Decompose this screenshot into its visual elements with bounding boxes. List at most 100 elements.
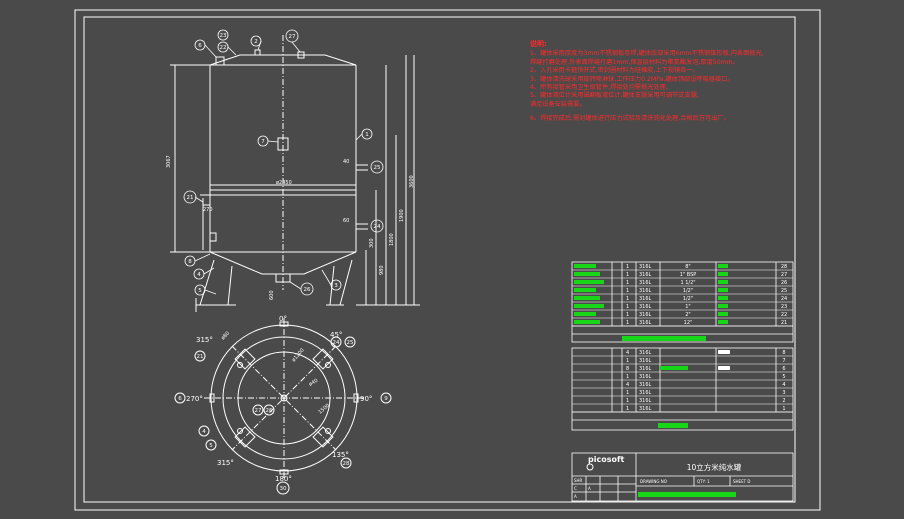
- parts-upper-material: 316L: [639, 272, 652, 278]
- block-label-4: A: [588, 486, 591, 491]
- parts-lower-row: 1 316L 5: [572, 374, 793, 381]
- block-label-1: SHR: [574, 478, 583, 483]
- plan-labels: 0° 45° 90° 135° 180° 270° 315° 315°: [186, 315, 372, 483]
- dim-low: 300: [369, 238, 375, 248]
- parts-upper-item-no: 21: [781, 320, 787, 326]
- notes-block: 说明: 1、罐体采用厚度为3mm不锈钢板卷焊,罐体底部采用6mm不锈钢锥形板,内…: [530, 40, 792, 124]
- parts-lower-qty: 8: [626, 366, 629, 372]
- plan-balloon-27: 27: [255, 408, 262, 414]
- parts-upper-material: 316L: [639, 296, 652, 302]
- parts-upper-size: 1/2": [683, 288, 693, 294]
- parts-table-lower: [571, 347, 794, 431]
- parts-upper-name-highlight: [574, 264, 596, 268]
- parts-upper-code-highlight: [718, 272, 728, 276]
- parts-upper-name-highlight: [574, 312, 596, 316]
- plan-dim-a: ø80: [220, 331, 231, 342]
- parts-upper-qty: 1: [626, 312, 629, 318]
- title-block: [571, 452, 794, 502]
- nozzle-label-b: 60: [343, 218, 349, 224]
- logo: picosoft: [586, 455, 624, 471]
- parts-lower-item-no: 6: [782, 366, 785, 372]
- parts-upper-size: 1": [685, 304, 690, 310]
- block-label-2: C: [574, 486, 577, 491]
- parts-upper-size: 1 1/2": [680, 280, 695, 286]
- dim-mid: ø2450: [276, 180, 292, 186]
- note-line-1: 1、罐体采用厚度为3mm不锈钢板卷焊,罐体底部采用6mm不锈钢锥形板,内表面抛光…: [530, 50, 764, 58]
- plan-balloon-9: 9: [384, 396, 388, 402]
- note-line-7: 满足设备安装需要。: [530, 100, 586, 108]
- parts-lower-code-highlight: [718, 350, 730, 354]
- parts-lower-material: 316L: [639, 406, 652, 412]
- note-line-5: 4、所有接管采用卫生级管件,焊接处均需抛光处理,: [530, 84, 668, 92]
- field-qty: QTY: 1: [697, 479, 710, 484]
- balloon-25: 25: [374, 165, 381, 171]
- balloon-23: 23: [220, 33, 227, 39]
- parts-lower-qty: 1: [626, 358, 629, 364]
- balloon-5: 5: [198, 288, 202, 294]
- plan-dim-c: ø40: [308, 378, 319, 388]
- parts-upper-material: 316L: [639, 304, 652, 310]
- parts-upper-item-no: 25: [781, 288, 787, 294]
- parts-upper-name-highlight: [574, 304, 604, 308]
- parts-lower-item-no: 7: [782, 358, 785, 364]
- upper-table-highlight: [622, 336, 706, 341]
- parts-lower-item-no: 8: [782, 350, 785, 356]
- angle-45: 45°: [330, 331, 342, 339]
- balloon-2: 2: [254, 39, 258, 45]
- note-line-3: 2、入孔采用卡箍快开式,密封圈材料为硅橡胶,上下视镜各一。: [530, 67, 699, 75]
- parts-lower-qty: 1: [626, 374, 629, 380]
- plan-balloon-25: 25: [347, 340, 354, 346]
- parts-upper-name-highlight: [574, 320, 600, 324]
- plan-balloon-24: 24: [333, 340, 340, 346]
- parts-upper-material: 316L: [639, 264, 652, 270]
- plan-view: [174, 318, 392, 495]
- parts-lower-qty: 4: [626, 350, 629, 356]
- parts-upper-item-no: 24: [781, 296, 787, 302]
- plan-balloon-28: 28: [343, 461, 350, 467]
- parts-upper-qty: 1: [626, 320, 629, 326]
- block-label-3: A: [574, 494, 577, 499]
- field-sheet: SHEET D: [733, 479, 750, 484]
- balloon-8: 8: [188, 259, 192, 265]
- parts-lower-material: 316L: [639, 374, 652, 380]
- logo-text: picosoft: [588, 455, 624, 464]
- elevation-view: [170, 35, 420, 312]
- parts-lower-material: 316L: [639, 398, 652, 404]
- elevation-balloon-labels: 6 23 22 2 27 1 7 25 24 21 8 4 5 26 3: [187, 33, 381, 294]
- plan-dim-b: ø1200: [291, 347, 306, 363]
- parts-upper-size: 8": [685, 264, 690, 270]
- elevation-balloons: [183, 29, 384, 296]
- parts-upper-name-highlight: [574, 280, 604, 284]
- parts-lower-item-no: 4: [782, 382, 785, 388]
- angle-0: 0°: [279, 315, 287, 323]
- parts-upper-code-highlight: [718, 264, 728, 268]
- title-block-highlight: [638, 492, 736, 497]
- parts-lower-item-no: 1: [782, 406, 785, 412]
- parts-lower-qty: 1: [626, 406, 629, 412]
- balloon-26: 26: [304, 287, 311, 293]
- parts-lower-item-no: 5: [782, 374, 785, 380]
- parts-upper-code-highlight: [718, 312, 728, 316]
- parts-lower-row: 1 316L 1: [572, 406, 793, 413]
- parts-lower-mid-highlight: [660, 366, 688, 370]
- parts-upper-name-highlight: [574, 288, 596, 292]
- parts-lower-row: 1 316L 7: [572, 358, 793, 365]
- parts-upper-material: 316L: [639, 320, 652, 326]
- plan-balloon-5: 5: [209, 443, 213, 449]
- parts-lower-material: 316L: [639, 358, 652, 364]
- balloon-22: 22: [220, 45, 227, 51]
- parts-upper-qty: 1: [626, 288, 629, 294]
- parts-upper-item-no: 23: [781, 304, 787, 310]
